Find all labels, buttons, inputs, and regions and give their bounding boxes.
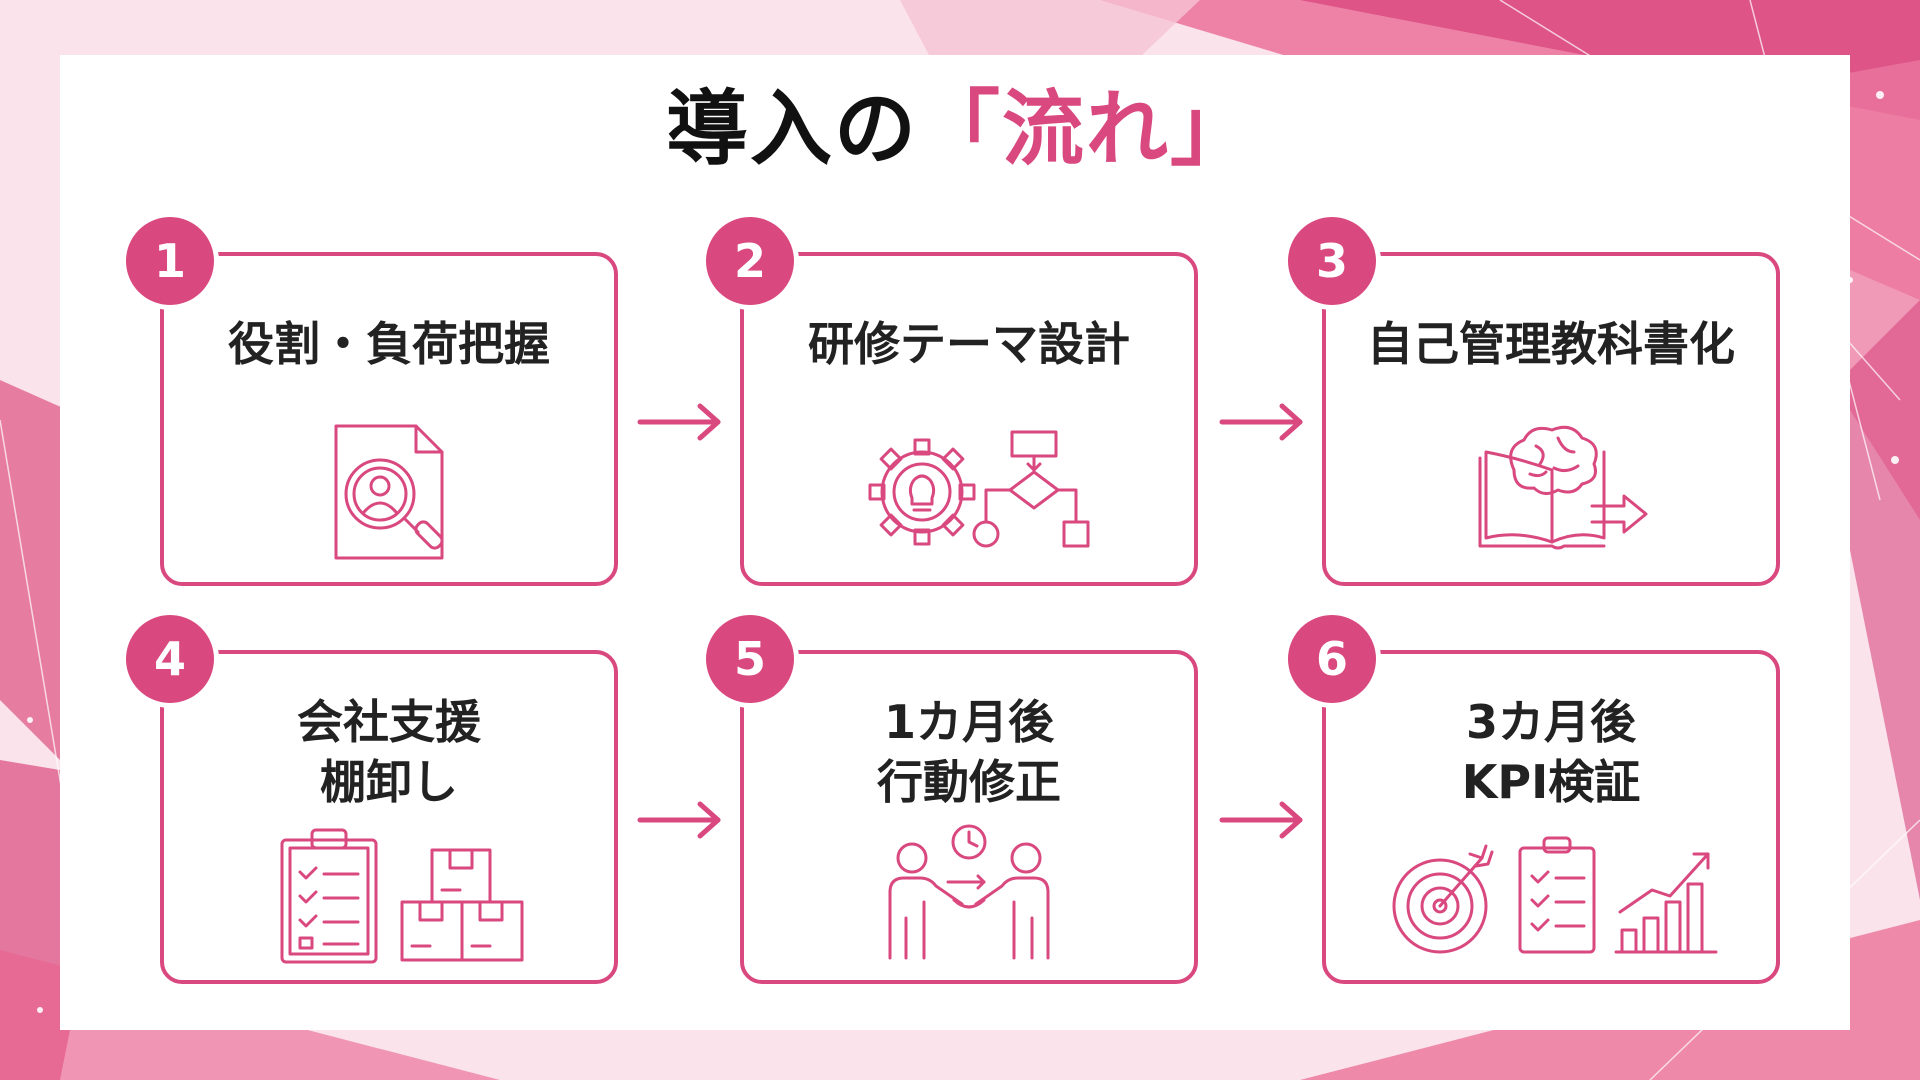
page-title: 導入の「流れ」 [0, 62, 1920, 181]
book-brain-arrow-icon [1474, 418, 1654, 558]
title-accent: 「流れ」 [918, 82, 1254, 177]
step-card-1: 役割・負荷把握 [160, 252, 618, 586]
title-prefix: 導入の [666, 82, 918, 177]
step-label: 会社支援棚卸し [164, 692, 614, 812]
arrow-right-icon [1218, 400, 1308, 444]
arrow-right-icon [636, 798, 726, 842]
gear-lightbulb-flowchart-icon [862, 426, 1092, 556]
step-label: 役割・負荷把握 [164, 314, 614, 374]
step-number-badge: 2 [701, 212, 799, 310]
step-number-badge: 1 [121, 212, 219, 310]
step-number-badge: 5 [701, 610, 799, 708]
step-label: 自己管理教科書化 [1326, 314, 1776, 374]
step-card-4: 会社支援棚卸し [160, 650, 618, 984]
step-card-5: 1カ月後行動修正 [740, 650, 1198, 984]
arrow-right-icon [636, 400, 726, 444]
step-number-badge: 3 [1283, 212, 1381, 310]
step-number-badge: 6 [1283, 610, 1381, 708]
target-checklist-growth-icon [1390, 834, 1720, 958]
step-number-badge: 4 [121, 610, 219, 708]
arrow-right-icon [1218, 798, 1308, 842]
handshake-clock-icon [884, 822, 1054, 962]
document-magnifier-user-icon [324, 418, 464, 568]
step-card-3: 自己管理教科書化 [1322, 252, 1780, 586]
clipboard-boxes-icon [276, 826, 536, 966]
step-label: 1カ月後行動修正 [744, 692, 1194, 812]
step-card-2: 研修テーマ設計 [740, 252, 1198, 586]
step-label: 研修テーマ設計 [744, 314, 1194, 374]
